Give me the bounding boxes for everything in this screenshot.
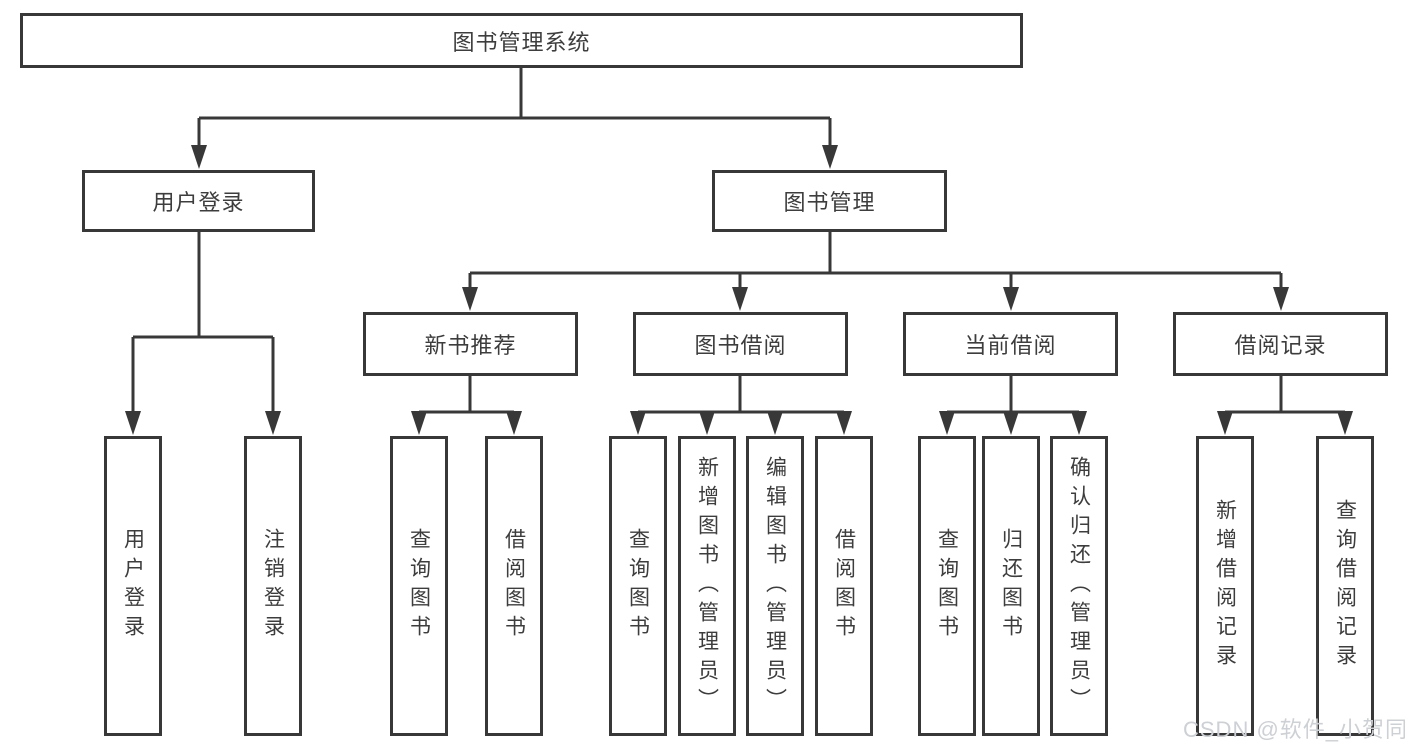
leaf-query-books-borrowing-label: 查询图书 [626, 528, 650, 644]
node-book-borrowing: 图书借阅 [633, 312, 848, 376]
leaf-user-login: 用户登录 [104, 436, 162, 736]
leaf-borrow-books-borrowing: 借阅图书 [815, 436, 873, 736]
leaf-return-book-label: 归还图书 [999, 528, 1023, 644]
leaf-add-borrow-record: 新增借阅记录 [1196, 436, 1254, 736]
leaf-query-books-current: 查询图书 [918, 436, 976, 736]
connector-current-to-leaves [939, 376, 1087, 435]
connector-newbook-to-leaves [411, 376, 522, 435]
connector-borrow-to-leaves [630, 376, 852, 435]
leaf-logout-label: 注销登录 [261, 528, 285, 644]
leaf-query-books-borrowing: 查询图书 [609, 436, 667, 736]
leaf-return-book: 归还图书 [982, 436, 1040, 736]
node-root-label: 图书管理系统 [452, 29, 591, 55]
node-current-borrowing: 当前借阅 [903, 312, 1118, 376]
leaf-query-books-current-label: 查询图书 [935, 528, 959, 644]
node-user-login: 用户登录 [82, 170, 315, 232]
node-book-borrowing-label: 图书借阅 [694, 333, 787, 358]
node-new-book-recommend-label: 新书推荐 [424, 333, 517, 358]
node-book-management-label: 图书管理 [783, 190, 876, 215]
leaf-confirm-return-admin: 确认归还（管理员） [1050, 436, 1108, 736]
leaf-logout: 注销登录 [244, 436, 302, 736]
node-new-book-recommend: 新书推荐 [363, 312, 578, 376]
node-borrowing-records: 借阅记录 [1173, 312, 1388, 376]
node-user-login-label: 用户登录 [152, 190, 245, 215]
leaf-add-borrow-record-label: 新增借阅记录 [1213, 499, 1237, 673]
leaf-query-books-recommend: 查询图书 [390, 436, 448, 736]
leaf-edit-book-admin-label: 编辑图书（管理员） [763, 455, 787, 717]
connector-records-to-leaves [1217, 376, 1353, 435]
node-current-borrowing-label: 当前借阅 [964, 333, 1057, 358]
leaf-user-login-label: 用户登录 [121, 528, 145, 644]
node-root: 图书管理系统 [20, 13, 1023, 68]
leaf-edit-book-admin: 编辑图书（管理员） [746, 436, 804, 736]
leaf-query-books-recommend-label: 查询图书 [407, 528, 431, 644]
leaf-borrow-books-recommend-label: 借阅图书 [502, 528, 526, 644]
leaf-borrow-books-recommend: 借阅图书 [485, 436, 543, 736]
csdn-watermark: CSDN @软件_小贺同学 [1183, 717, 1405, 742]
leaf-add-book-admin-label: 新增图书（管理员） [695, 455, 719, 717]
node-book-management: 图书管理 [712, 170, 947, 232]
leaf-confirm-return-admin-label: 确认归还（管理员） [1067, 455, 1091, 717]
leaf-borrow-books-borrowing-label: 借阅图书 [832, 528, 856, 644]
leaf-add-book-admin: 新增图书（管理员） [678, 436, 736, 736]
node-borrowing-records-label: 借阅记录 [1234, 333, 1327, 358]
leaf-query-borrow-record-label: 查询借阅记录 [1333, 499, 1357, 673]
leaf-query-borrow-record: 查询借阅记录 [1316, 436, 1374, 736]
connector-login-to-leaves [125, 232, 281, 435]
connector-root-to-level2 [191, 68, 838, 169]
connector-mgmt-to-level3 [462, 232, 1289, 311]
